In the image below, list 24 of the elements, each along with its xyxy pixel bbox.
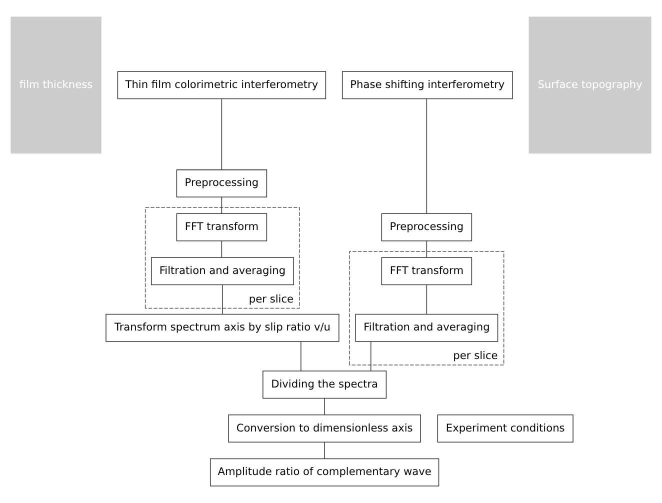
node-box: Preprocessing — [176, 169, 268, 198]
connector — [300, 341, 302, 372]
connector — [426, 98, 428, 214]
connector — [370, 341, 372, 372]
node-box: Filtration and averaging — [355, 314, 498, 342]
node-box: Dividing the spectra — [262, 370, 387, 399]
node-box: Amplitude ratio of complementary wave — [210, 458, 440, 486]
node-box: Transform spectrum axis by slip ratio v/u — [106, 314, 340, 342]
connector — [222, 284, 223, 314]
connector — [221, 240, 222, 258]
connector — [426, 284, 428, 314]
connector — [221, 196, 222, 214]
node-box: Filtration and averaging — [150, 257, 294, 286]
node-box: Experiment conditions — [437, 414, 574, 442]
node-box: Preprocessing — [381, 213, 472, 242]
node-box: FFT transform — [381, 257, 472, 286]
node-box: FFT transform — [176, 213, 268, 242]
node-box: Thin film colorimetric interferometry — [117, 71, 326, 100]
connector — [324, 398, 325, 416]
connector — [324, 442, 325, 459]
node-box: Phase shifting interferometry — [342, 71, 513, 100]
node-box: Conversion to dimensionless axis — [228, 414, 421, 442]
connector — [221, 98, 222, 170]
connector — [426, 240, 428, 258]
